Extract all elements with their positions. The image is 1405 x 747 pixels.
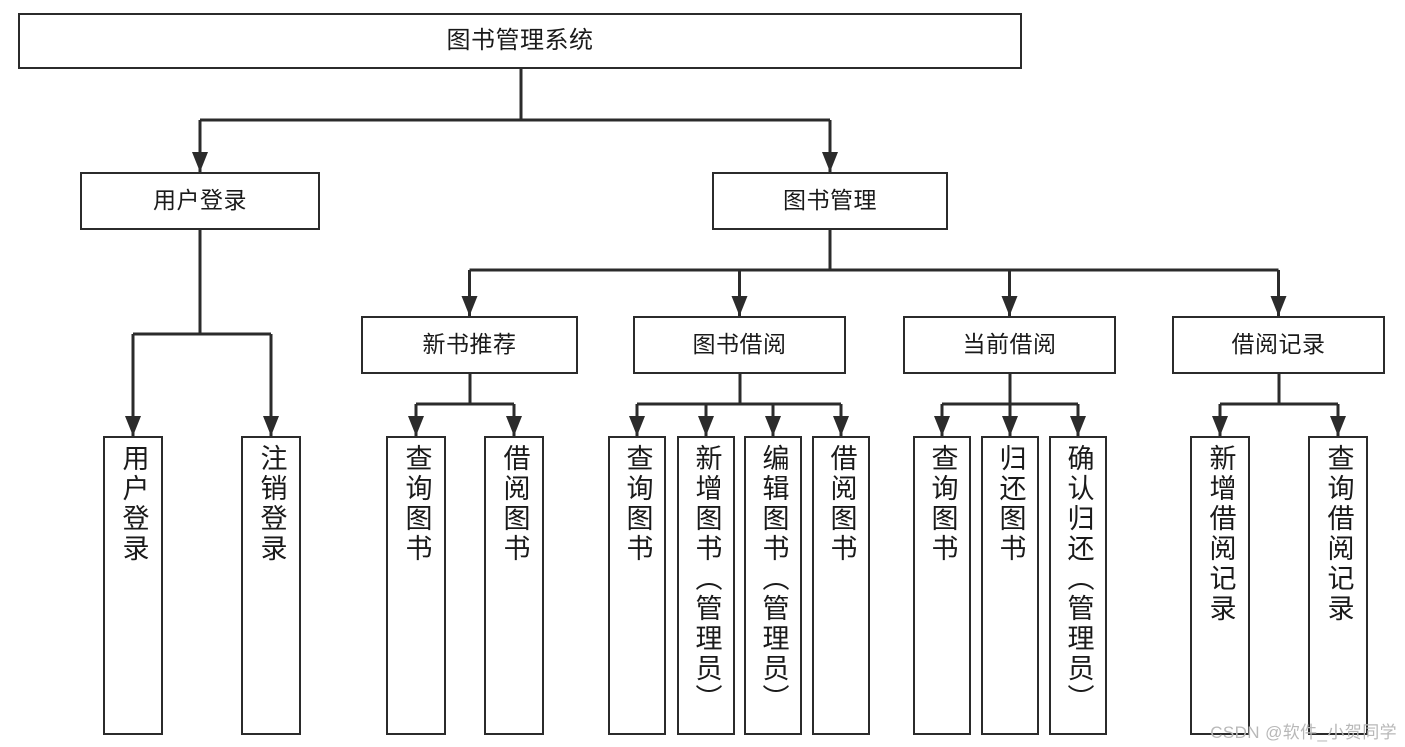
node-book-borrow[interactable]: 图书借阅 [633,316,846,374]
node-leaf-add-book[interactable]: 新增图书（管理员） [677,436,735,735]
node-label: 编辑图书（管理员） [758,444,789,714]
node-leaf-query-book-1[interactable]: 查询图书 [386,436,446,735]
new-book-rec-kids-arrowhead-leaf-borrow-book-1 [506,416,522,436]
node-leaf-return-book[interactable]: 归还图书 [981,436,1039,735]
user-login-kids-arrowhead-leaf-logout [263,416,279,436]
node-leaf-confirm-return[interactable]: 确认归还（管理员） [1049,436,1107,735]
node-label: 查询图书 [622,444,653,564]
node-label: 查询图书 [927,444,958,564]
node-leaf-logout[interactable]: 注销登录 [241,436,301,735]
borrow-record-kids-arrowhead-leaf-query-record [1330,416,1346,436]
node-leaf-query-book-2[interactable]: 查询图书 [608,436,666,735]
node-label: 借阅记录 [1231,331,1326,358]
node-label: 图书借阅 [692,331,787,358]
borrow-record-kids-arrowhead-leaf-add-record [1212,416,1228,436]
book-manage-kids-arrowhead-current-borrow [1001,296,1018,316]
user-login-kids-arrowhead-leaf-user-login [125,416,141,436]
node-leaf-edit-book[interactable]: 编辑图书（管理员） [744,436,802,735]
book-borrow-kids-arrowhead-leaf-add-book [698,416,714,436]
node-label: 确认归还（管理员） [1063,444,1094,714]
root-to-level1-arrowhead-user-login [192,152,208,172]
node-label: 注销登录 [256,444,287,564]
node-leaf-query-book-3[interactable]: 查询图书 [913,436,971,735]
node-label: 归还图书 [995,444,1026,564]
node-label: 图书管理系统 [446,26,594,54]
node-label: 查询图书 [401,444,432,564]
node-label: 用户登录 [118,444,149,564]
new-book-rec-kids-arrowhead-leaf-query-book-1 [408,416,424,436]
book-manage-kids-arrowhead-book-borrow [731,296,748,316]
book-borrow-kids-arrowhead-leaf-borrow-book-2 [833,416,849,436]
node-label: 借阅图书 [499,444,530,564]
node-label: 用户登录 [153,187,247,214]
node-label: 当前借阅 [962,331,1057,358]
node-book-manage[interactable]: 图书管理 [712,172,948,230]
node-label: 新增图书（管理员） [691,444,722,714]
node-leaf-borrow-book-2[interactable]: 借阅图书 [812,436,870,735]
node-current-borrow[interactable]: 当前借阅 [903,316,1116,374]
node-borrow-record[interactable]: 借阅记录 [1172,316,1385,374]
node-leaf-borrow-book-1[interactable]: 借阅图书 [484,436,544,735]
current-borrow-kids-arrowhead-leaf-query-book-3 [934,416,950,436]
watermark: CSDN @软件_小贺同学 [1210,723,1397,742]
node-root[interactable]: 图书管理系统 [18,13,1022,69]
node-leaf-user-login[interactable]: 用户登录 [103,436,163,735]
book-manage-kids-arrowhead-borrow-record [1270,296,1287,316]
node-label: 新增借阅记录 [1205,444,1236,624]
node-label: 图书管理 [783,187,877,214]
node-leaf-add-record[interactable]: 新增借阅记录 [1190,436,1250,735]
node-label: 查询借阅记录 [1323,444,1354,624]
current-borrow-kids-arrowhead-leaf-return-book [1002,416,1018,436]
book-borrow-kids-arrowhead-leaf-query-book-2 [629,416,645,436]
root-to-level1-arrowhead-book-manage [822,152,838,172]
node-leaf-query-record[interactable]: 查询借阅记录 [1308,436,1368,735]
node-label: 借阅图书 [826,444,857,564]
book-borrow-kids-arrowhead-leaf-edit-book [765,416,781,436]
current-borrow-kids-arrowhead-leaf-confirm-return [1070,416,1086,436]
node-user-login[interactable]: 用户登录 [80,172,320,230]
book-manage-kids-arrowhead-new-book-rec [461,296,478,316]
node-new-book-rec[interactable]: 新书推荐 [361,316,578,374]
node-label: 新书推荐 [422,331,517,358]
